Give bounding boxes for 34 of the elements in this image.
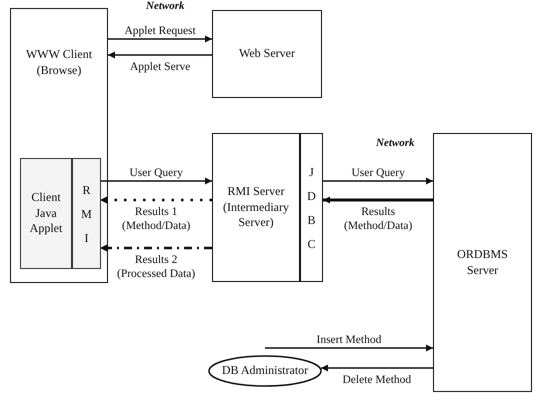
server-box <box>212 133 300 282</box>
edge-label: Results 1 (Method/Data) <box>121 205 192 234</box>
edge-label: Results (Method/Data) <box>343 205 414 234</box>
arrow <box>321 364 433 372</box>
edge-label: Applet Request <box>124 24 197 38</box>
node-label: ORDBMS Server <box>456 246 509 278</box>
edge-label: Results 2 (Processed Data) <box>116 253 196 282</box>
arrow <box>323 196 433 204</box>
edge-label: User Query <box>128 166 184 180</box>
edge-label: User Query <box>350 166 406 180</box>
arrow <box>265 344 433 352</box>
client-box <box>10 8 108 283</box>
rmi-column <box>72 158 101 269</box>
node-label: Client Java Applet <box>28 190 64 237</box>
arrow <box>100 178 212 184</box>
server-box <box>433 133 532 392</box>
arrow <box>100 244 212 252</box>
network-label: Network <box>146 0 184 12</box>
arrow <box>323 178 433 184</box>
jdbc-column <box>300 133 323 282</box>
server-box <box>212 10 322 98</box>
actor-ellipse <box>208 355 322 387</box>
edge-label: Applet Serve <box>129 60 192 74</box>
node-label: RMI <box>80 182 92 246</box>
arrow <box>100 196 212 204</box>
node-label: Web Server <box>238 46 295 62</box>
arrow <box>108 52 212 58</box>
network-label: Network <box>376 137 414 149</box>
node-label: RMI Server (Intermediary Server) <box>222 184 290 231</box>
node-label: WWW Client (Browse) <box>24 47 94 78</box>
applet-box <box>20 158 72 269</box>
node-label: JDBC <box>306 164 317 252</box>
node-label: DB Administrator <box>222 363 308 379</box>
arrow <box>108 36 212 42</box>
